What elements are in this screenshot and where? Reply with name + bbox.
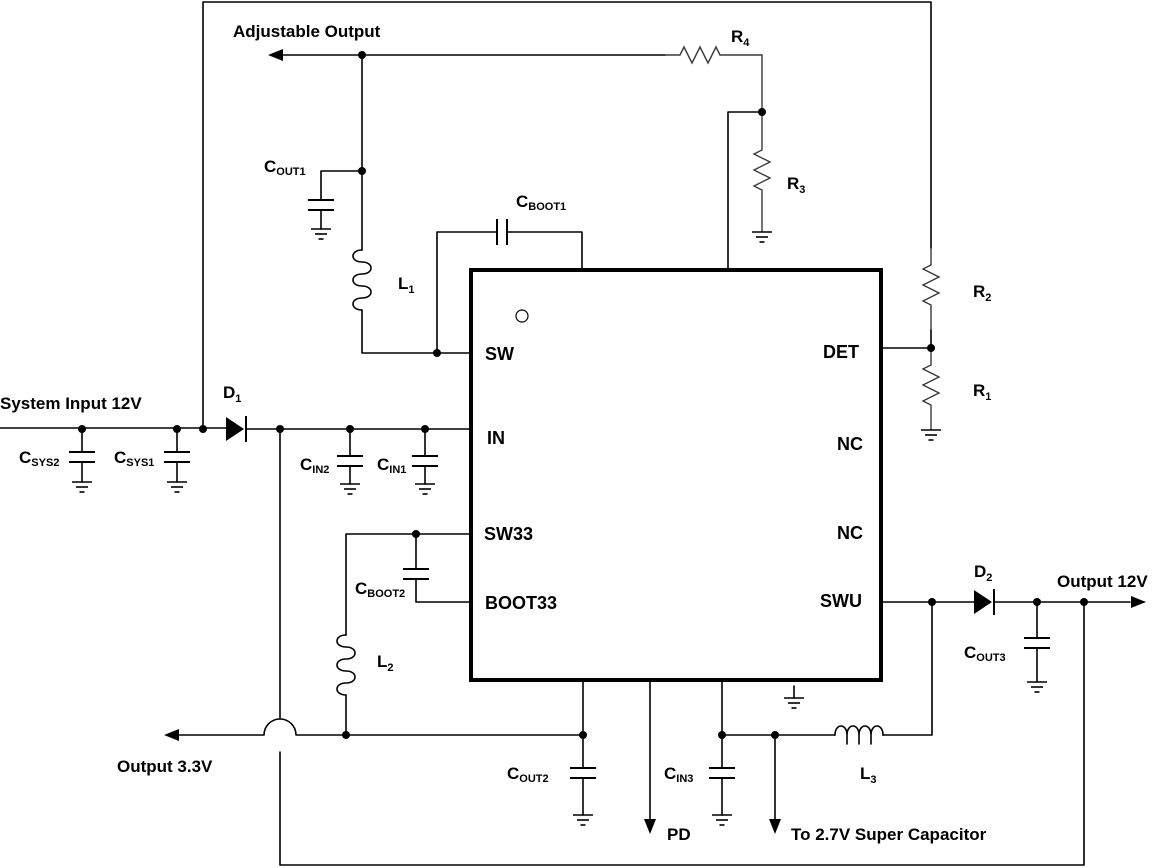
designator-l3: L3 [860,764,877,786]
designator-l1: L1 [398,274,415,296]
pin-sw33: SW33 [484,524,533,544]
pin-boot33: BOOT33 [485,593,557,613]
label-output-12v: Output 12V [1057,572,1148,591]
designator-csys2: CSYS2 [19,448,59,469]
designator-r1: R1 [973,381,991,403]
output-12v-arrow [1131,596,1146,608]
l1-to-sw-wire [361,309,472,354]
r3-ground-icon [751,231,773,243]
cin1-ground-icon [414,483,436,495]
r1-resistor [921,348,941,430]
cin3-ground-icon [711,814,733,826]
csys2-capacitor [68,451,96,463]
label-pd: PD [667,825,691,844]
designator-cboot1: CBOOT1 [516,192,566,213]
designator-cin1: CIN1 [377,455,406,476]
output-3v3-wire [177,718,584,736]
designator-cout1: COUT1 [264,157,306,178]
adjustable-output-arrow [268,49,283,61]
cout1-branch-wire [320,170,363,201]
d2-diode [974,590,992,614]
designator-d2: D2 [974,562,992,584]
cboot1-wire [436,231,497,354]
cout2-ground-icon [572,814,594,826]
l1-inductor [352,249,372,311]
r3-resistor [752,112,772,232]
csys1-capacitor [163,451,191,463]
designator-r2: R2 [973,282,991,304]
csys2-ground-icon [71,481,93,493]
sw33-wire [345,533,472,636]
d1-diode [226,417,244,441]
r4-resistor [665,45,763,112]
ic-pin1-marker [515,309,529,323]
designator-cin3: CIN3 [664,764,693,785]
pd-arrow [644,819,656,834]
r1-ground-icon [920,429,942,441]
designator-cin2: CIN2 [300,455,329,476]
cout3-capacitor [1023,637,1051,649]
pin-nc-1: NC [837,434,863,454]
designator-r3: R3 [787,174,805,196]
cout1-capacitor [307,199,335,211]
label-system-input: System Input 12V [0,394,142,413]
ic-ground-icon [783,697,805,709]
designator-csys1: CSYS1 [114,448,154,469]
designator-r4: R4 [731,27,750,49]
label-adjustable-output: Adjustable Output [233,22,381,41]
l3-inductor [834,725,884,745]
cout2-capacitor [569,767,597,779]
junction-dots [78,51,1088,739]
cboot2-wire-bottom [415,578,472,603]
label-output-3v3: Output 3.3V [117,757,213,776]
designator-cout3: COUT3 [964,643,1006,664]
output-3v3-arrow [164,729,179,741]
feedback-node-wire [727,111,763,271]
cout3-ground-icon [1026,681,1048,693]
cout1-ground-icon [310,228,332,240]
pin-det: DET [823,342,859,362]
label-super-capacitor: To 2.7V Super Capacitor [791,825,987,844]
l2-inductor [336,634,356,696]
designator-cboot2: CBOOT2 [355,579,405,600]
pin-nc-2: NC [837,523,863,543]
r2-resistor [921,248,941,330]
csys1-ground-icon [166,481,188,493]
designator-d1: D1 [223,383,241,405]
cin2-capacitor [336,455,364,467]
designator-l2: L2 [377,652,394,674]
cin2-ground-icon [339,483,361,495]
cboot1-to-ic-wire [507,231,583,271]
bottom-loop-wire-2 [279,601,1085,866]
pin-swu: SWU [820,591,862,611]
designator-cout2: COUT2 [507,764,549,785]
ic-body [469,268,883,682]
cin3-capacitor [708,767,736,779]
feedback-loop-wire [202,1,932,429]
l3-right-wire [882,601,933,736]
supercap-arrow [769,819,781,834]
pin-sw: SW [485,344,514,364]
pin-in: IN [487,428,505,448]
cin1-capacitor [411,455,439,467]
